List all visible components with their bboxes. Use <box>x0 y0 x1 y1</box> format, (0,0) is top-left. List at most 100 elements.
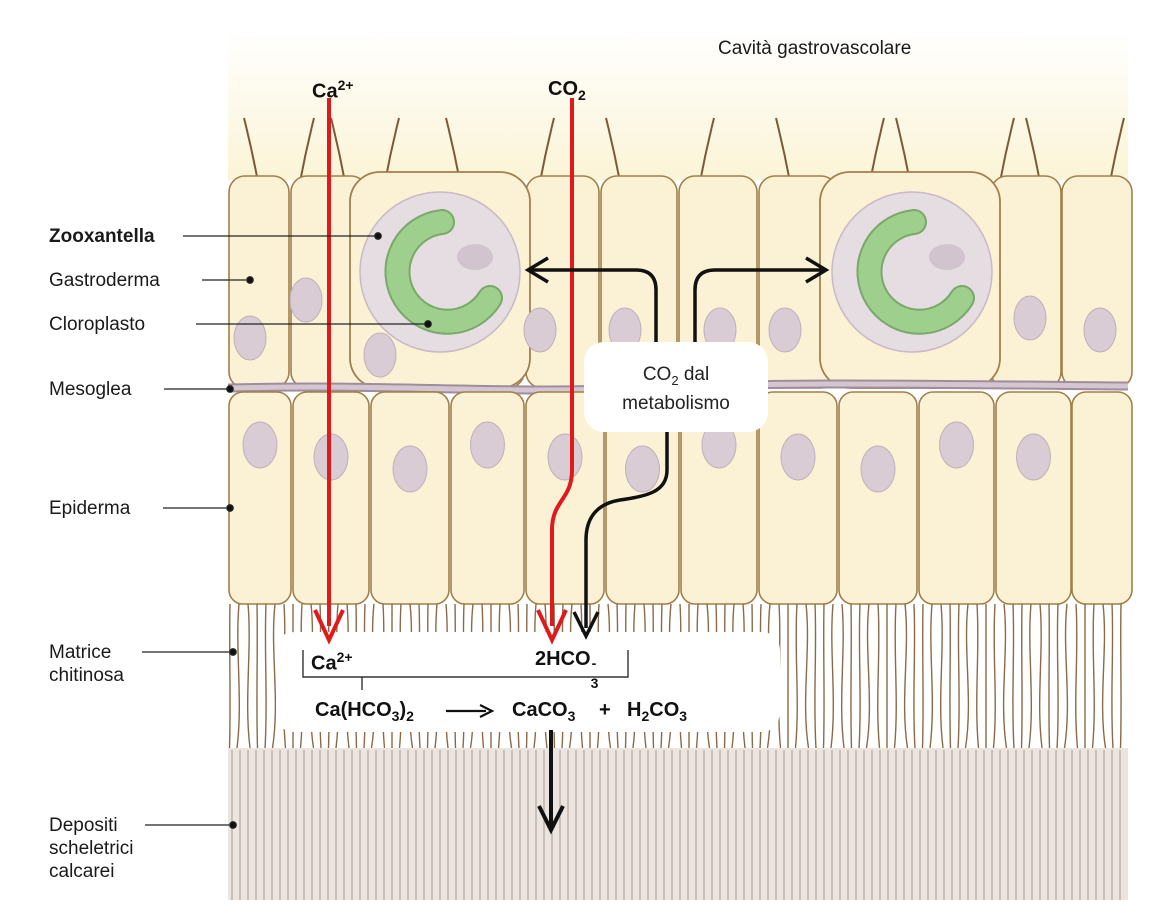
depositi-label-line3: calcarei <box>49 861 115 882</box>
metabolism-box-text: CO2 dal metabolismo <box>584 363 768 415</box>
nucleus <box>1013 295 1047 341</box>
matrix-fiber <box>1111 603 1114 749</box>
matrix-fiber <box>913 603 916 749</box>
reaction-left-sub2: 2 <box>406 708 414 724</box>
co2-symbol: CO <box>548 78 578 100</box>
h2co3-sub2: 3 <box>679 708 688 724</box>
reaction-reactant: Ca(HCO3)2 <box>315 698 414 728</box>
reaction-product-caco3: CaCO3 <box>512 698 575 728</box>
metabolism-box <box>584 342 768 432</box>
nucleus <box>1083 307 1117 353</box>
matrice-label-line1: Matrice <box>49 642 112 663</box>
nucleus <box>780 433 816 481</box>
matrice-label-line2: chitinosa <box>49 665 124 686</box>
matrix-fiber <box>877 603 881 749</box>
matrix-fiber <box>271 603 277 749</box>
reaction-ca: Ca <box>311 652 337 675</box>
matrix-fiber <box>1063 603 1069 749</box>
matrix-fiber <box>865 603 871 749</box>
matrix-fiber <box>794 603 798 749</box>
cloroplasto-label: Cloroplasto <box>49 314 146 335</box>
matrix-fiber <box>1075 603 1079 749</box>
nucleus <box>470 421 505 469</box>
reaction-hco-charge: - <box>591 655 597 671</box>
cavity-label: Cavità gastrovascolare <box>718 38 912 59</box>
matrix-fiber <box>1091 603 1095 749</box>
leader-lines <box>142 232 432 829</box>
zooxanthella-nucleus <box>929 244 965 270</box>
calcium-input-label: Ca2+ <box>312 73 354 104</box>
matrix-fiber <box>1048 603 1051 749</box>
matrix-fiber <box>976 603 980 749</box>
co2-transport-arrow <box>550 98 574 626</box>
metabolic-co2-arrow-down <box>584 420 669 628</box>
mesoglea-label: Mesoglea <box>49 379 132 400</box>
zooxanthellae-group <box>359 191 993 353</box>
co2-arrow-head <box>536 609 568 645</box>
nucleus <box>289 277 323 323</box>
gastrovascular-cavity <box>228 30 1128 180</box>
epidermis-cells <box>228 391 1133 605</box>
matrix-fiber <box>850 603 853 749</box>
reaction-bicarbonate: 2HCO-3 <box>535 647 601 691</box>
matrix-fiber <box>1038 603 1043 749</box>
matrix-fiber <box>246 603 251 749</box>
nucleus <box>242 421 278 469</box>
zooxanthella-nucleus <box>457 244 493 270</box>
co2-subscript: 2 <box>578 87 586 103</box>
gastroderma-label: Gastroderma <box>49 270 160 291</box>
nucleus <box>547 433 583 481</box>
calcium-charge: 2+ <box>337 77 354 93</box>
reaction-calcium: Ca2+ <box>311 645 353 676</box>
nucleus <box>363 332 397 378</box>
matrix-fiber <box>893 603 897 749</box>
h2co3-sub1: 2 <box>641 708 650 724</box>
metabolism-dal: dal <box>678 364 710 385</box>
matrix-fiber <box>840 603 845 749</box>
matrix-fiber <box>1020 603 1023 749</box>
matrix-fiber <box>1028 603 1033 749</box>
zooxantella-label: Zooxantella <box>49 226 155 247</box>
caco3-sub: 3 <box>567 708 576 724</box>
matrix-fiber <box>939 603 944 749</box>
metabolic-co2-arrow-right-head <box>805 256 830 284</box>
epidermis-cell <box>450 391 525 605</box>
matrix-fiber <box>804 603 810 749</box>
matrix-fiber <box>957 603 960 749</box>
depositi-label-line1: Depositi <box>49 815 118 836</box>
epidermis-cell <box>370 391 450 605</box>
reaction-left-post: ) <box>399 699 407 721</box>
epiderma-label: Epiderma <box>49 498 131 519</box>
matrix-fiber <box>929 603 934 749</box>
matrix-fiber <box>903 603 909 749</box>
reaction-hco-sub: 3 <box>590 675 599 691</box>
calcium-arrow-head <box>313 609 345 645</box>
cilium <box>299 117 315 183</box>
reaction-bracket <box>302 650 629 690</box>
matrix-fiber <box>228 603 231 749</box>
matrix-fiber <box>949 603 952 749</box>
nucleus <box>392 445 428 493</box>
h2co3-h: H <box>627 699 642 721</box>
nucleus <box>939 421 974 469</box>
co2-input-label: CO2 <box>548 77 586 107</box>
matrix-fiber <box>822 603 825 749</box>
metabolism-line2: metabolismo <box>622 392 730 414</box>
matrix-fiber <box>236 603 241 749</box>
metabolism-co2-sub: 2 <box>671 372 679 388</box>
depositi-label-line2: scheletrici <box>49 838 134 859</box>
matrix-fiber <box>1119 603 1122 749</box>
matrix-fiber <box>992 603 996 749</box>
h2co3-co: CO <box>649 699 680 721</box>
deposition-arrow-head <box>537 805 565 835</box>
epidermis-cell <box>1071 391 1133 605</box>
chloroplast <box>858 211 973 333</box>
matrix-fiber <box>921 603 924 749</box>
reaction-box <box>276 632 780 732</box>
matrix-fiber <box>858 603 861 749</box>
metabolic-co2-arrow-down-head <box>572 611 600 640</box>
epidermis-cell <box>758 391 838 605</box>
matrix-fiber <box>1101 603 1107 749</box>
nucleus <box>860 445 896 493</box>
